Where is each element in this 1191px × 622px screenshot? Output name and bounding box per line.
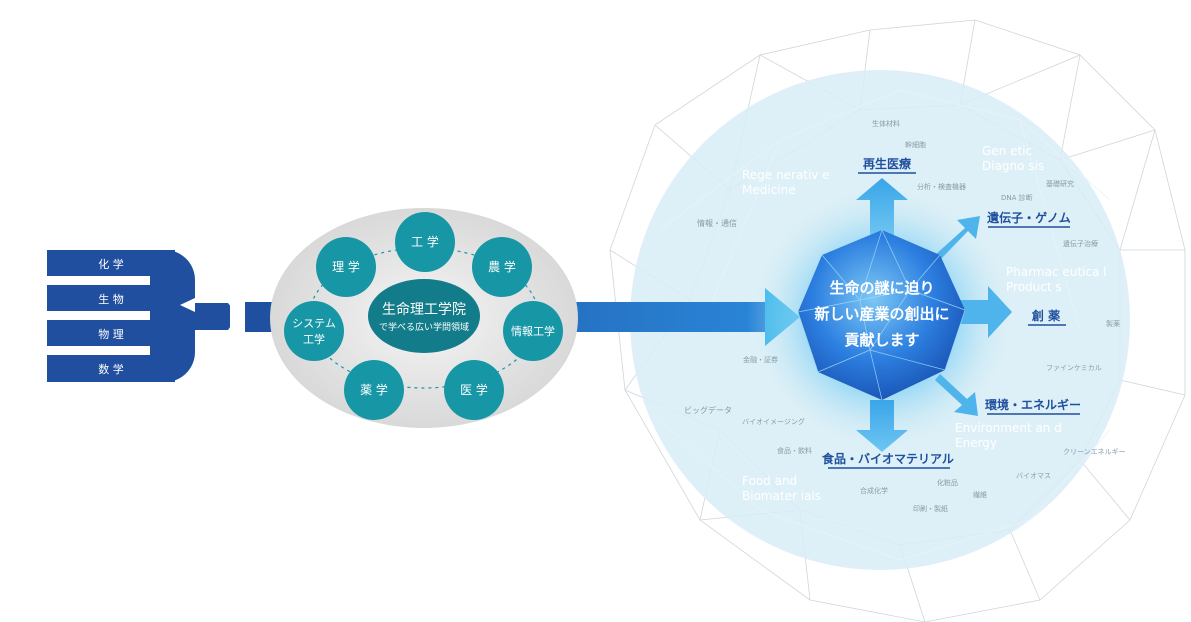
field-info: 情報工学 [511,324,555,338]
outcome-genome: 遺伝子・ゲノム [986,210,1071,225]
field-circles [284,212,563,420]
field-systems-line2: 工学 [303,332,325,346]
en-genetic-2: Diagno sis [982,159,1044,173]
outcome-food: 食品・バイオマテリアル [821,451,954,466]
en-regen-2: Medicine [742,183,796,197]
field-systems-line1: システム [292,317,336,330]
field-agriculture: 農 学 [488,259,516,274]
en-env-1: Environment an d [955,421,1062,435]
field-engineering: 工 学 [411,234,439,249]
kw-food: 食品・飲料 [777,446,812,455]
en-food-1: Food and [742,474,797,488]
en-food-2: Biomater ials [742,489,821,503]
bar-biology [47,285,175,311]
outcome-drug: 創 薬 [1031,308,1060,323]
label-chemistry: 化 学 [98,257,124,271]
kw-biomass: バイオマス [1016,472,1051,480]
field-medicine: 医 学 [460,382,488,397]
kw-dna: DNA 診断 [1001,193,1033,202]
kw-cleanenergy: クリーンエネルギー [1063,448,1126,456]
kw-synthchem: 合成化学 [860,486,888,495]
label-biology: 生 物 [98,292,124,306]
disciplines-block: 化 学 生 物 物 理 数 学 [47,250,195,382]
label-physics: 物 理 [98,327,124,341]
en-pharma-2: Product s [1006,280,1062,294]
gem-line1: 生命の謎に迫り [829,279,934,297]
kw-stemcell: 幹細胞 [905,140,926,149]
kw-bigdata: ビッグデータ [684,405,732,415]
label-mathematics: 数 学 [98,362,124,376]
gem-text: 生命の謎に迫り 新しい産業の創出に 貢献します [814,279,949,349]
arrow-upright [935,216,980,260]
circle-engineering [395,212,455,272]
sphere-facets [659,89,1111,561]
outcome-labels: 再生医療 遺伝子・ゲノム 創 薬 環境・エネルギー 食品・バイオマテリアル [821,156,1081,466]
center-title: 生命理工学院 [382,301,466,318]
gem-line2: 新しい産業の創出に [814,305,949,323]
english-labels: Rege nerativ e Medicine Gen etic Diagno … [742,144,1107,503]
circle-info [503,301,563,361]
field-pharmacy: 薬 学 [360,382,388,397]
kw-genetherapy: 遺伝子治療 [1063,239,1098,248]
circle-science [316,237,376,297]
kw-pharmaceutical: 製薬 [1106,319,1120,328]
gem-line3: 貢献します [844,331,919,349]
kw-info: 情報・通信 [697,218,737,228]
circle-systems [284,301,344,361]
arrow-right [955,286,1012,338]
outcome-env: 環境・エネルギー [985,397,1081,412]
center-subtitle: で学べる広い学問領域 [379,321,469,333]
outcome-arrows [856,178,1012,452]
kw-bioimaging: バイオイメージング [742,417,805,426]
en-genetic-1: Gen etic [982,144,1032,158]
bars-bracket [150,250,195,382]
circle-medicine [444,360,504,420]
en-regen-1: Rege nerativ e [742,168,830,182]
field-science: 理 学 [332,259,360,274]
center-ellipse [368,279,480,353]
kw-biomaterial: 生体材料 [872,119,900,128]
circle-agriculture [472,237,532,297]
kw-cosmetics: 化粧品 [937,478,958,487]
kw-fiber: 繊維 [973,490,987,499]
bar-physics [47,320,175,346]
kw-printing: 印刷・製紙 [913,504,948,513]
arrow-up [856,178,908,238]
kw-analysis: 分析・検査機器 [917,182,966,191]
field-labels: 工 学 理 学 農 学 システム 工学 情報工学 薬 学 医 学 生命理工学院 … [292,234,555,397]
kw-finance: 金融・証券 [743,355,778,364]
arrow-down [856,400,908,452]
outcome-regen: 再生医療 [863,156,911,171]
outcome-underlines [828,172,1080,469]
bar-chemistry [47,250,175,276]
arrow-downright [935,374,978,416]
en-pharma-1: Pharmac eutica l [1006,265,1107,279]
bar-mathematics [47,355,175,382]
kw-basicresearch: 基礎研究 [1046,179,1074,188]
gem [797,229,966,401]
kw-finechem: ファインケミカル [1046,364,1102,372]
en-env-2: Energy [955,436,997,450]
keywords: 生体材料 幹細胞 分析・検査機器 DNA 診断 基礎研究 遺伝子治療 情報・通信… [684,119,1126,513]
circle-pharmacy [344,360,404,420]
